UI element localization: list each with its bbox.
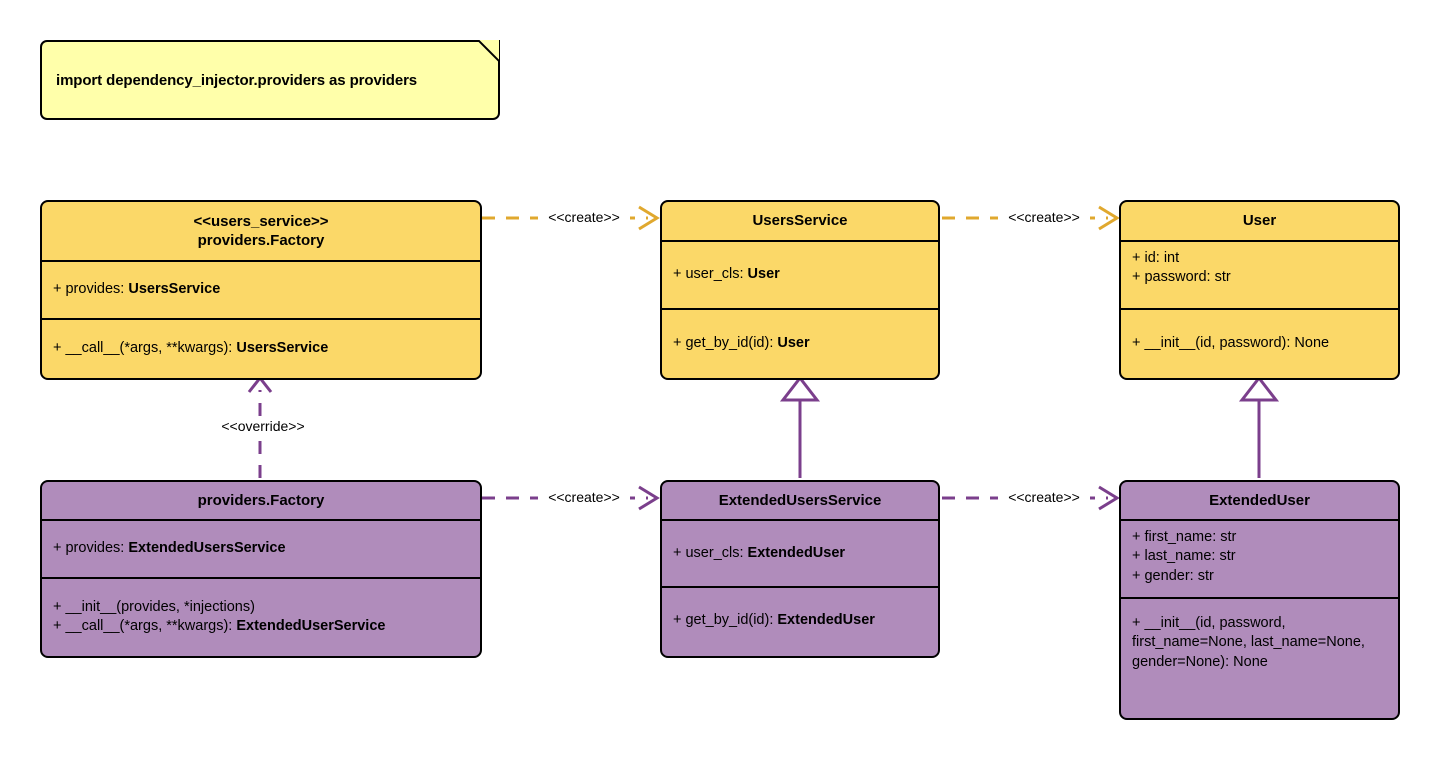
class-box-extended-users-service[interactable]: ExtendedUsersService + user_cls: Extende… [660, 480, 940, 658]
class-methods-users-service: + get_by_id(id): User [662, 308, 938, 377]
class-header-extended-user: ExtendedUser [1121, 482, 1398, 519]
method-return-type: ExtendedUserService [236, 618, 386, 634]
class-name: User [1242, 212, 1277, 230]
edge-inherit-1 [779, 375, 821, 478]
attribute-row: + provides: UsersService [53, 280, 469, 299]
method-row: + __call__(*args, **kwargs): ExtendedUse… [53, 617, 469, 636]
class-methods-users-service-factory: + __call__(*args, **kwargs): UsersServic… [42, 318, 480, 377]
class-header-users-service: UsersService [662, 202, 938, 240]
class-box-extended-factory[interactable]: providers.Factory + provides: ExtendedUs… [40, 480, 482, 658]
class-name: providers.Factory [197, 232, 325, 249]
class-header-extended-factory: providers.Factory [42, 482, 480, 519]
method-return-type: ExtendedUser [777, 612, 875, 629]
attribute-text: + user_cls: [673, 544, 748, 561]
class-attributes-user: + id: int + password: str [1121, 240, 1398, 308]
attribute-row: + gender: str [1132, 567, 1214, 584]
note-import: import dependency_injector.providers as … [40, 40, 500, 120]
attribute-text: + user_cls: [673, 266, 748, 283]
method-row: + __init__(provides, *injections) [53, 598, 255, 615]
edge-label-override-1: <<override>> [205, 418, 321, 434]
attribute-text: + provides: [53, 281, 129, 298]
method-text: + get_by_id(id): [673, 334, 778, 351]
class-name: providers.Factory [197, 491, 325, 509]
attribute-type: ExtendedUser [747, 544, 846, 561]
attribute-text: + provides: [53, 540, 129, 557]
class-attributes-users-service: + user_cls: User [662, 240, 938, 308]
class-methods-extended-user: + __init__(id, password, first_name=None… [1121, 597, 1398, 718]
class-attributes-extended-user: + first_name: str + last_name: str + gen… [1121, 519, 1398, 597]
class-stereotype: <<users_service>> [193, 212, 329, 230]
class-box-user[interactable]: User + id: int + password: str + __init_… [1119, 200, 1400, 380]
attribute-type: ExtendedUsersService [128, 540, 286, 557]
attribute-row: + password: str [1132, 269, 1231, 286]
class-methods-user: + __init__(id, password): None [1121, 308, 1398, 377]
class-methods-extended-factory: + __init__(provides, *injections) + __ca… [42, 577, 480, 655]
method-row: + __init__(id, password): None [1132, 334, 1330, 351]
class-name: UsersService [752, 212, 848, 230]
class-name: ExtendedUsersService [718, 491, 882, 509]
method-return-type: User [777, 334, 810, 351]
class-attributes-users-service-factory: + provides: UsersService [42, 260, 480, 318]
class-box-users-service[interactable]: UsersService + user_cls: User + get_by_i… [660, 200, 940, 380]
class-box-extended-user[interactable]: ExtendedUser + first_name: str + last_na… [1119, 480, 1400, 720]
method-text: + __call__(*args, **kwargs): [53, 339, 237, 356]
method-text: + __call__(*args, **kwargs): [53, 618, 237, 634]
attribute-row: + id: int [1132, 250, 1180, 266]
class-header-user: User [1121, 202, 1398, 240]
class-methods-extended-users-service: + get_by_id(id): ExtendedUser [662, 586, 938, 654]
attribute-row: + user_cls: User [673, 265, 927, 284]
method-text: + get_by_id(id): [673, 612, 778, 629]
method-row: + get_by_id(id): User [673, 334, 927, 353]
attribute-row: + provides: ExtendedUsersService [53, 539, 469, 558]
edge-label-create-3: <<create>> [538, 489, 630, 505]
edge-label-create-1: <<create>> [538, 209, 630, 225]
class-header-users-service-factory: <<users_service>> providers.Factory [42, 202, 480, 260]
attribute-type: User [747, 266, 780, 283]
note-fold-corner-icon [478, 40, 500, 62]
edge-label-create-4: <<create>> [998, 489, 1090, 505]
attribute-row: + first_name: str [1132, 529, 1237, 545]
class-attributes-extended-factory: + provides: ExtendedUsersService [42, 519, 480, 577]
attribute-row: + last_name: str [1132, 548, 1236, 565]
note-text: import dependency_injector.providers as … [56, 71, 418, 89]
method-row: + __call__(*args, **kwargs): UsersServic… [53, 339, 469, 358]
method-row: + get_by_id(id): ExtendedUser [673, 611, 927, 630]
edge-inherit-2 [1238, 375, 1280, 478]
class-attributes-extended-users-service: + user_cls: ExtendedUser [662, 519, 938, 586]
method-row: + __init__(id, password, first_name=None… [1132, 615, 1365, 670]
class-box-users-service-factory[interactable]: <<users_service>> providers.Factory + pr… [40, 200, 482, 380]
class-header-extended-users-service: ExtendedUsersService [662, 482, 938, 519]
method-return-type: UsersService [236, 339, 329, 356]
class-name: ExtendedUser [1209, 491, 1310, 509]
attribute-row: + user_cls: ExtendedUser [673, 544, 927, 563]
edge-label-create-2: <<create>> [998, 209, 1090, 225]
attribute-type: UsersService [128, 281, 221, 298]
